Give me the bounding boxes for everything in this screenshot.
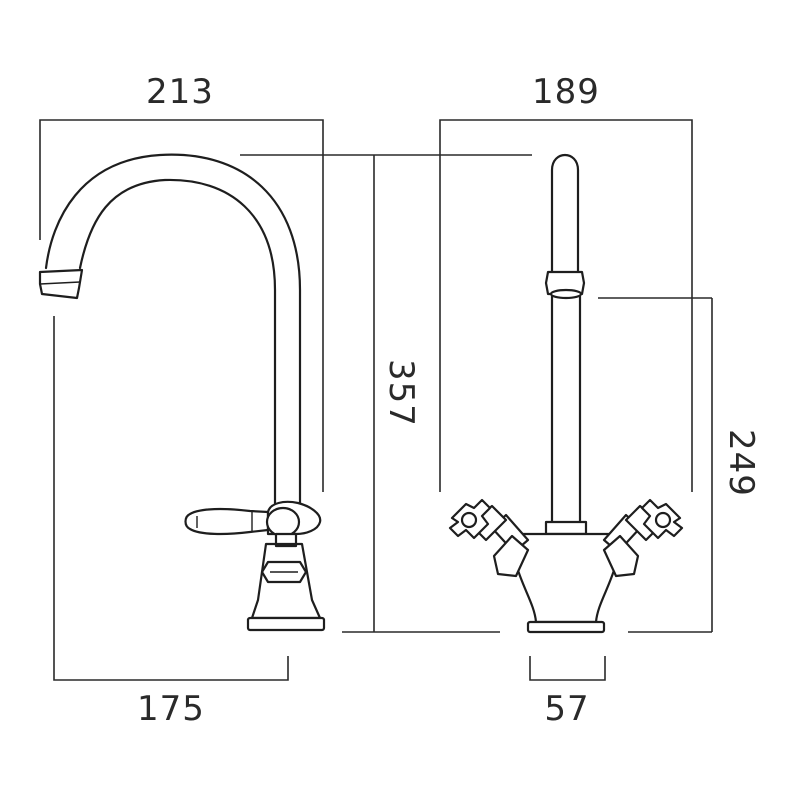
dim-label-175: 175 [137,689,205,729]
front-lower-tube [550,294,582,524]
side-spout-inner [78,178,277,510]
side-nozzle-ring [39,281,81,285]
front-base-plate [526,620,606,634]
dim-bracket-175 [53,316,289,681]
dim-bracket-57 [529,656,606,681]
front-left-nut [492,534,530,578]
dim-bracket-213 [39,119,324,492]
front-left-crosshead-cap [460,511,478,529]
side-base-plate [246,616,326,632]
dim-label-189: 189 [532,72,600,112]
front-right-nut [602,534,640,578]
front-right-valve [602,498,684,578]
front-body [510,532,622,624]
front-left-valve [448,498,530,578]
front-right-crosshead-cap [654,511,672,529]
dim-label-357: 357 [381,359,421,427]
dimension-lines [39,119,713,681]
front-body-collar [544,520,588,536]
dimension-labels: 213 189 357 249 175 57 [137,72,761,729]
front-view-tap [448,154,684,634]
front-spout-outlet [549,288,583,300]
front-spout-tube [550,154,580,274]
dim-label-57: 57 [544,689,589,729]
dim-bracket-189 [439,119,693,492]
side-view-tap [38,153,326,632]
side-lever-handle [184,507,270,536]
side-headwork-cap [265,506,301,538]
dim-label-249: 249 [721,429,761,497]
dim-label-213: 213 [146,72,214,112]
side-spout-outer [44,153,302,510]
